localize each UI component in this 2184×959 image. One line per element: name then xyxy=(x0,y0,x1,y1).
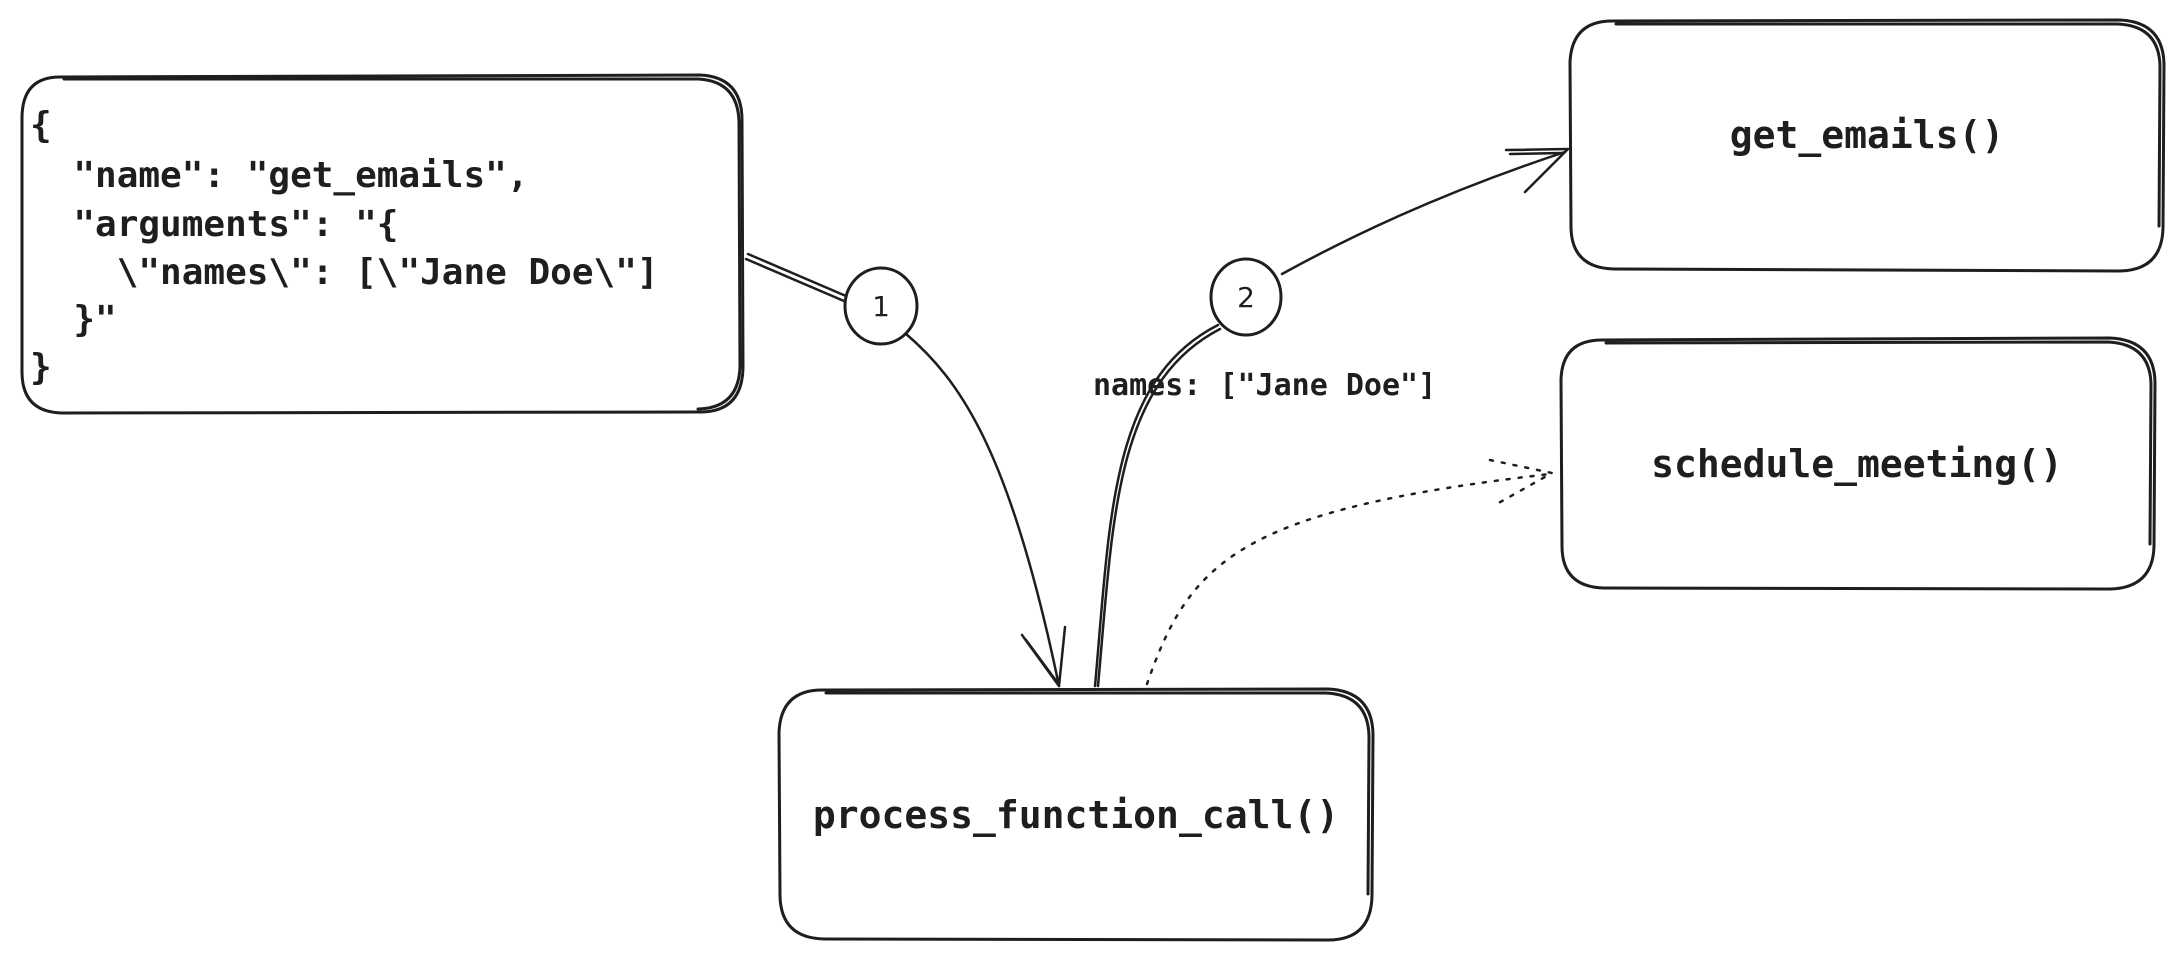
step-2-marker: 2 xyxy=(1209,257,1283,337)
function-call-json-box: { "name": "get_emails", "arguments": "{ … xyxy=(20,73,745,415)
get-emails-node: get_emails() xyxy=(1568,18,2166,273)
json-line-1: { xyxy=(30,105,52,146)
json-line-5: }" xyxy=(30,299,117,340)
step-1-marker: 1 xyxy=(843,266,919,346)
process-function-call-node: process_function_call() xyxy=(777,687,1375,942)
json-line-6: } xyxy=(30,347,52,388)
edge-argument-label: names: ["Jane Doe"] xyxy=(1093,368,1436,403)
get-emails-label: get_emails() xyxy=(1730,113,2005,157)
schedule-meeting-node: schedule_meeting() xyxy=(1559,336,2157,591)
json-line-3: "arguments": "{ xyxy=(30,204,398,245)
json-line-2: "name": "get_emails", xyxy=(30,155,529,196)
json-line-4: \"names\": [\"Jane Doe\"] xyxy=(30,252,659,293)
edge-process-to-schedule-meeting xyxy=(1145,458,1554,686)
edge-process-to-get-emails xyxy=(1093,147,1570,688)
process-function-call-label: process_function_call() xyxy=(813,793,1339,837)
step-2-number: 2 xyxy=(1237,281,1255,314)
step-1-number: 1 xyxy=(872,290,890,323)
schedule-meeting-label: schedule_meeting() xyxy=(1651,442,2063,486)
edge-json-to-process xyxy=(744,252,1067,688)
